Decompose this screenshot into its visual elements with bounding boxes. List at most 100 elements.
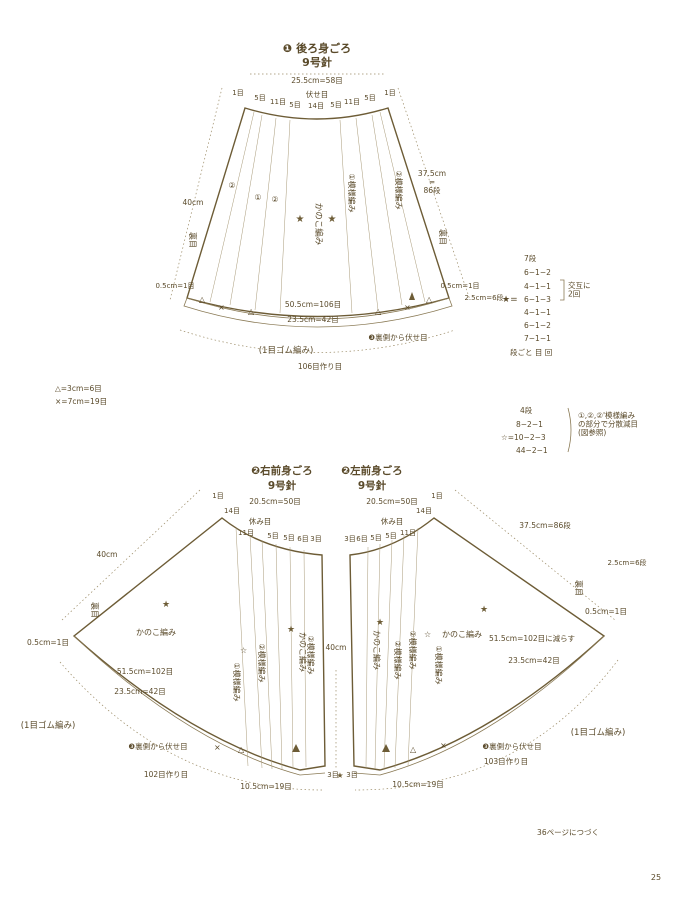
pattern-note-row-2: 8−2−1: [516, 420, 543, 429]
back-height-left: 40cm: [183, 198, 204, 207]
left-front-pattern-1: ①模様編み: [434, 645, 444, 684]
left-front-height-right: 37.5cm=86段: [519, 520, 571, 530]
left-front-cast-on-line: [354, 659, 619, 791]
star-note-bracket: [560, 279, 565, 301]
left-front-cast-on: 103目作り目: [484, 756, 528, 766]
back-count-9: 1目: [384, 89, 395, 97]
continue-note: 36ページにつづく: [537, 828, 599, 837]
left-front-needle: 9号針: [358, 479, 387, 492]
back-count-8: 5目: [364, 94, 375, 102]
left-front-pattern-main-vertical: かのこ編み: [372, 630, 382, 670]
back-rows-right: 2.5cm=6段: [464, 293, 503, 302]
pattern-note-text: ①,②,②'模様編みの部分で分散減目(図参照): [578, 410, 638, 437]
left-front-bind-from-wrong: ❸裏側から伏せ目: [482, 741, 541, 751]
right-front-pattern-main: かのこ編み: [136, 627, 176, 637]
back-triangle-icon: △: [248, 307, 255, 316]
back-marker-2: ②: [228, 181, 235, 190]
lf-count-3: 5目: [370, 534, 381, 542]
back-count-2: 5目: [254, 94, 265, 102]
left-front-ribbing: [353, 635, 605, 776]
back-needle: 9号針: [302, 55, 332, 69]
star-row-6: 6−1−2: [524, 321, 551, 330]
back-bind-from-wrong: ❸裏側から伏せ目: [368, 332, 427, 342]
star-note: ★= 7段 6−1−2 4−1−1 6−1−3 4−1−1 6−1−2 7−1−…: [502, 253, 591, 357]
back-count-7: 11目: [344, 98, 360, 106]
back-bind-off-label: 伏せ目: [306, 89, 329, 99]
back-count-3: 11目: [270, 98, 286, 106]
triangle-note-1: △=3cm=6目: [55, 384, 102, 393]
pattern-note-row-4: 44−2−1: [516, 446, 548, 455]
right-front-ribbing-label: (1目ゴム編み): [21, 720, 76, 731]
left-front-top-width: 20.5cm=50目: [366, 497, 417, 506]
lf-star-icon: ★: [480, 605, 488, 615]
pattern-note-row-1: 4段: [520, 405, 533, 415]
back-count-6: 5目: [330, 101, 341, 109]
lf-count-5: 11目: [400, 529, 416, 537]
left-front-pattern-2a: ②模様編み: [408, 630, 418, 669]
star-note-footer: 段ごと 目 回: [510, 347, 552, 357]
lf-count-2: 6目: [356, 535, 367, 543]
star-row-4: 6−1−3: [524, 295, 551, 304]
lf-count-6: 14目: [416, 507, 432, 515]
right-front-height-line: [61, 489, 201, 621]
back-outline: [186, 107, 450, 318]
center-height: 40cm: [326, 643, 347, 652]
rf-count-6: 6目: [297, 535, 308, 543]
left-front-bottom-width: 10.5cm=19目: [392, 780, 443, 789]
back-width-42: 23.5cm=42目: [287, 315, 338, 324]
right-front-width-42: 23.5cm=42目: [114, 687, 165, 696]
back-count-1: 1目: [232, 89, 243, 97]
right-front-bottom-side: 3目: [327, 771, 338, 779]
left-front-diagram: ❷左前身ごろ 9号針 20.5cm=50目 休み目 3目 6目 5目 5目 11…: [341, 464, 647, 791]
back-reverse-left: 裏目: [188, 232, 198, 248]
rf-count-3: 11目: [238, 529, 254, 537]
center-star-icon: ★: [336, 771, 343, 780]
right-front-ribbing: [73, 635, 326, 776]
star-row-5: 4−1−1: [524, 308, 551, 317]
right-front-left-edge: 0.5cm=1目: [27, 638, 69, 647]
right-front-cast-on: 102目作り目: [144, 769, 188, 779]
back-star-left-icon: ★: [296, 214, 305, 225]
star-row-2: 6−1−2: [524, 268, 551, 277]
right-front-cast-on-line: [59, 661, 323, 791]
back-title: ❶ 後ろ身ごろ: [283, 41, 351, 55]
lf-count-4: 5目: [385, 532, 396, 540]
back-height-right: 37.5cm=86段: [418, 169, 446, 195]
rf-cross-icon: ×: [214, 743, 221, 752]
pattern-note-bracket: [567, 407, 572, 453]
back-cast-on-line: [179, 329, 456, 353]
lf-count-1: 3目: [344, 535, 355, 543]
left-front-ribbing-label: (1目ゴム編み): [571, 727, 626, 738]
back-cross-icon: ×: [218, 303, 225, 312]
right-front-reverse: 裏目: [90, 602, 100, 618]
rf-star-icon: ★: [162, 600, 170, 610]
triangle-note-2: ×=7cm=19目: [55, 397, 107, 406]
right-front-width-102: 51.5cm=102目: [117, 667, 173, 676]
pattern-note: 4段 8−2−1 ☆=10−2−3 44−2−1 ①,②,②'模様編みの部分で分…: [501, 405, 638, 455]
left-front-bottom-side: 3目: [346, 771, 357, 779]
rf-count-2: 14目: [224, 507, 240, 515]
back-triangle-icon: △: [199, 295, 206, 304]
lf-triangle-icon: △: [410, 745, 417, 754]
right-front-pattern-2a: ②模様編み: [257, 643, 267, 682]
back-right-height-line: [397, 87, 471, 301]
back-marker-2b: ②: [271, 195, 278, 204]
back-triangle-icon: △: [375, 307, 382, 316]
back-arrow-icon: [409, 292, 415, 300]
pattern-note-row-3: ☆=10−2−3: [501, 433, 546, 442]
rf-arrow-icon: [292, 744, 300, 752]
right-front-pattern-lines: [235, 527, 307, 770]
back-triangle-icon: △: [426, 295, 433, 304]
lf-open-star-icon: ☆: [424, 630, 431, 639]
right-front-pattern-1: ①模様編み: [232, 662, 242, 701]
back-star-right-icon: ★: [328, 214, 337, 225]
back-count-4: 5目: [289, 101, 300, 109]
star-note-label: ★=: [502, 295, 518, 305]
back-bottom-left: 0.5cm=1目: [155, 282, 194, 290]
right-front-outline: [72, 517, 326, 771]
left-front-rows-right: 2.5cm=6段: [607, 558, 646, 567]
right-front-needle: 9号針: [268, 479, 297, 492]
rf-count-5: 5目: [283, 534, 294, 542]
